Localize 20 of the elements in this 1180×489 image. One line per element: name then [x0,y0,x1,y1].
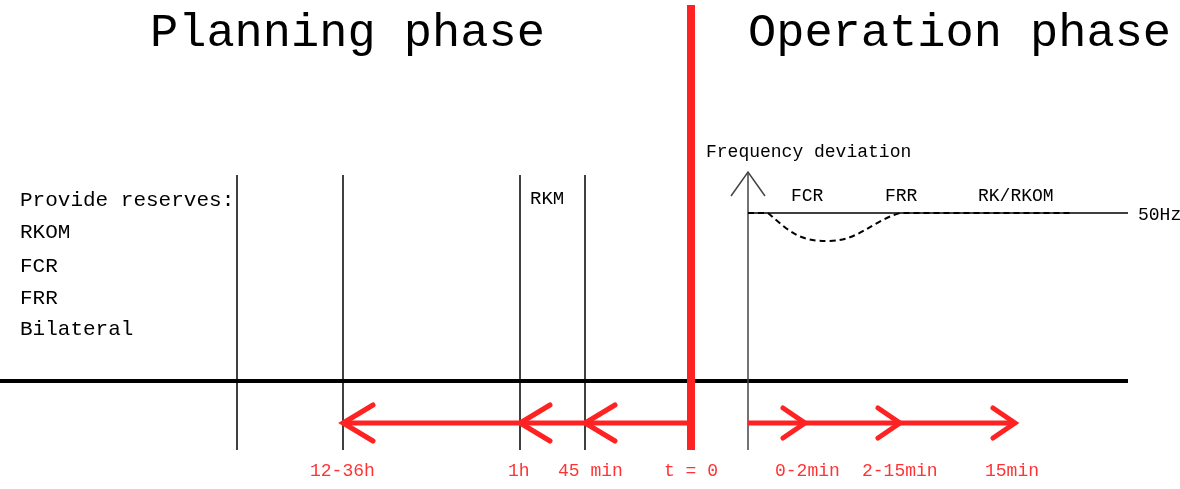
market-label: RKM [530,190,565,209]
time-label: 12-36h [310,462,375,480]
time-label: 45 min [558,462,623,480]
list-item: RKOM [20,222,71,243]
time-label: 1h [508,462,530,480]
plot-label: FCR [791,187,824,205]
plot-label: RK/RKOM [978,187,1054,205]
axis-title: Frequency deviation [706,143,912,161]
phase-heading: Planning phase [150,10,545,57]
time-label: 15min [985,462,1039,480]
plot-label: FRR [885,187,918,205]
axis-value-label: 50Hz [1138,206,1180,224]
list-item: FCR [20,256,58,277]
time-label: 2-15min [862,462,938,480]
time-label: 0-2min [775,462,840,480]
time-label: t = 0 [664,462,718,480]
list-item: Bilateral [20,319,134,340]
list-heading: Provide reserves: [20,190,235,211]
list-item: FRR [20,288,58,309]
phase-heading: Operation phase [748,10,1172,57]
